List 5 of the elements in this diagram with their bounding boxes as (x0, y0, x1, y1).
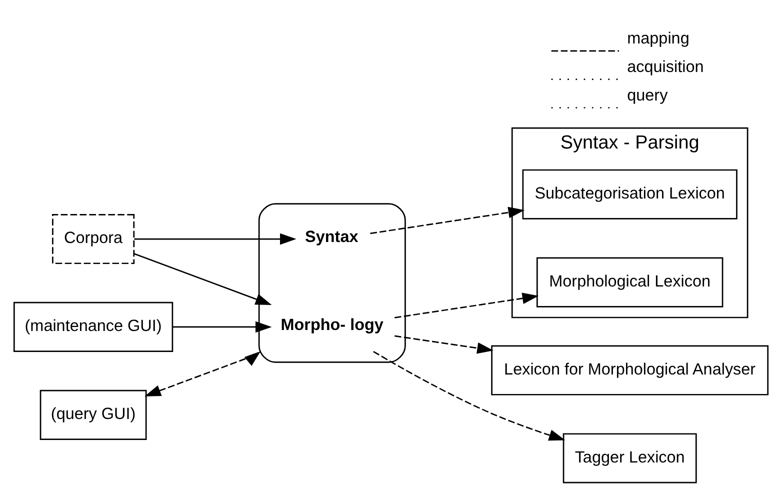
node-text: Morpho- logy (280, 315, 384, 334)
legend-label: query (627, 86, 668, 104)
legend-label: acquisition (627, 58, 704, 76)
legend-label: mapping (627, 29, 690, 48)
node-text: Syntax (305, 227, 358, 246)
